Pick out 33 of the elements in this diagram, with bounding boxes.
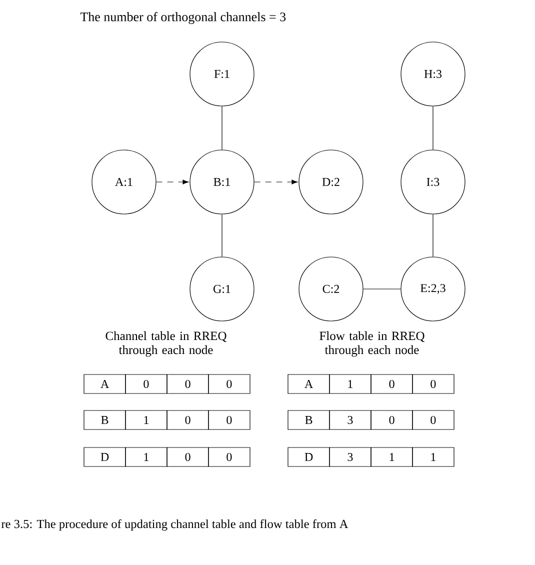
- table-cell: 0: [370, 374, 413, 394]
- connector: [432, 214, 434, 257]
- connector: [156, 180, 189, 184]
- table-cell: D: [288, 447, 330, 467]
- table-cell: 0: [208, 410, 250, 430]
- table-cell: 1: [329, 374, 372, 394]
- connector: [432, 106, 434, 150]
- table-cell: 0: [166, 374, 209, 394]
- table-cell: 1: [125, 447, 168, 467]
- table-cell: 1: [412, 447, 454, 467]
- table-cell: 0: [412, 410, 454, 430]
- table-cell: 1: [125, 410, 168, 430]
- table-heading: Flow table in RREQ through each node: [320, 331, 425, 357]
- table-cell: 0: [208, 374, 250, 394]
- table-cell: 0: [208, 447, 250, 467]
- table-cell: 0: [412, 374, 454, 394]
- title: The number of orthogonal channels = 3: [80, 12, 286, 24]
- caption: re 3.5: The procedure of updating channel table and flow table from A: [1, 519, 348, 531]
- table-cell: B: [84, 410, 126, 430]
- table-cell: D: [84, 447, 126, 467]
- table-cell: 0: [166, 447, 209, 467]
- table-cell: 1: [370, 447, 413, 467]
- table-cell: 0: [125, 374, 168, 394]
- table-cell: B: [288, 410, 330, 430]
- table-cell: 3: [329, 447, 372, 467]
- connector: [254, 180, 298, 184]
- connector: [363, 288, 401, 290]
- table-cell: 3: [329, 410, 372, 430]
- table-heading: Channel table in RREQ through each node: [106, 331, 227, 357]
- table-cell: 0: [166, 410, 209, 430]
- table-cell: A: [84, 374, 126, 394]
- table-cell: 0: [370, 410, 413, 430]
- table-cell: A: [288, 374, 330, 394]
